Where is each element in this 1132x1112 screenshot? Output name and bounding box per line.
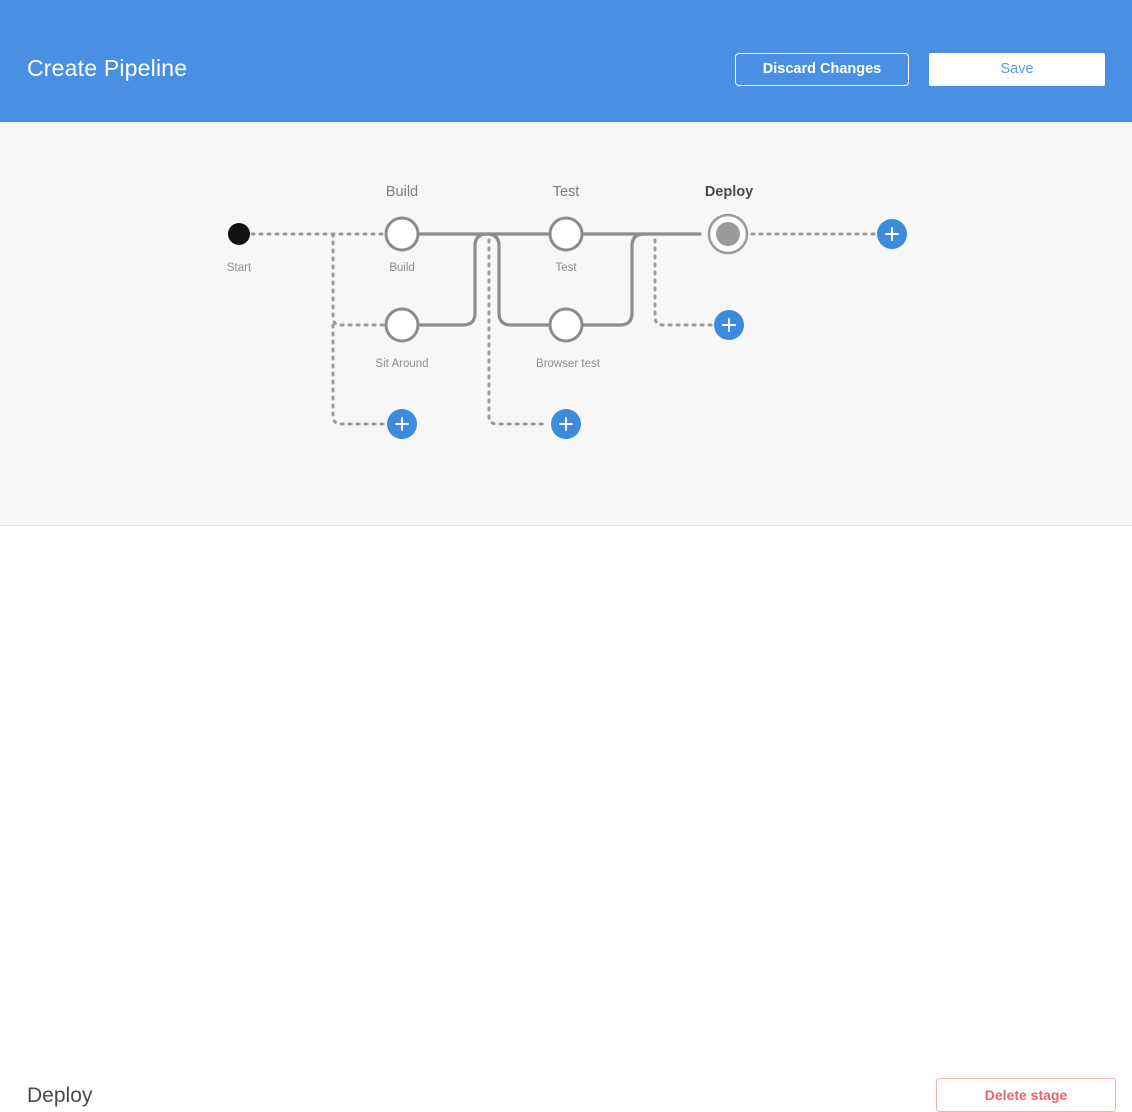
- save-button[interactable]: Save: [929, 53, 1105, 86]
- node-job-browser-test[interactable]: [548, 307, 584, 343]
- delete-stage-button[interactable]: Delete stage: [936, 1078, 1116, 1112]
- node-label-start: Start: [226, 262, 252, 274]
- dotted-edges: [250, 232, 878, 426]
- solid-edges: [416, 232, 702, 327]
- pipeline-graph: [228, 213, 878, 426]
- node-start[interactable]: [228, 223, 250, 245]
- stage-label-build[interactable]: Build: [385, 184, 419, 200]
- job-label-browser-test: Browser test: [536, 358, 600, 370]
- discard-changes-button[interactable]: Discard Changes: [735, 53, 909, 86]
- stage-detail-panel: Deploy Delete stage: [0, 526, 1132, 1112]
- node-stage-test[interactable]: [548, 216, 584, 252]
- add-stage-after-deploy-button[interactable]: [877, 219, 907, 249]
- app-header: Create Pipeline Discard Changes Save: [0, 0, 1132, 122]
- add-stage-before-build-button[interactable]: [387, 409, 417, 439]
- node-job-sit-around[interactable]: [384, 307, 420, 343]
- node-stage-deploy[interactable]: [716, 222, 740, 246]
- node-stage-build[interactable]: [384, 216, 420, 252]
- job-label-test: Test: [555, 262, 577, 274]
- edge-deploy-to-add-job: [653, 238, 714, 327]
- add-job-deploy-button[interactable]: [714, 310, 744, 340]
- pipeline-canvas[interactable]: Build Test Deploy Start Build Sit Around…: [0, 122, 1132, 526]
- add-stage-before-test-button[interactable]: [551, 409, 581, 439]
- page-title: Create Pipeline: [27, 55, 188, 81]
- edge-start-to-sit-around: [331, 232, 386, 327]
- edge-rail-to-browser-test: [485, 232, 550, 327]
- edge-sit-around-to-rail: [418, 232, 489, 327]
- edge-browser-test-to-rail: [581, 232, 646, 327]
- job-label-build: Build: [389, 262, 415, 274]
- stage-label-deploy[interactable]: Deploy: [704, 184, 754, 200]
- job-label-sit-around: Sit Around: [375, 358, 429, 370]
- edge-start-to-add-stage: [331, 323, 386, 426]
- stage-label-test[interactable]: Test: [552, 184, 580, 200]
- stage-detail-title: Deploy: [27, 1084, 93, 1107]
- edge-test-to-add-stage: [487, 238, 550, 426]
